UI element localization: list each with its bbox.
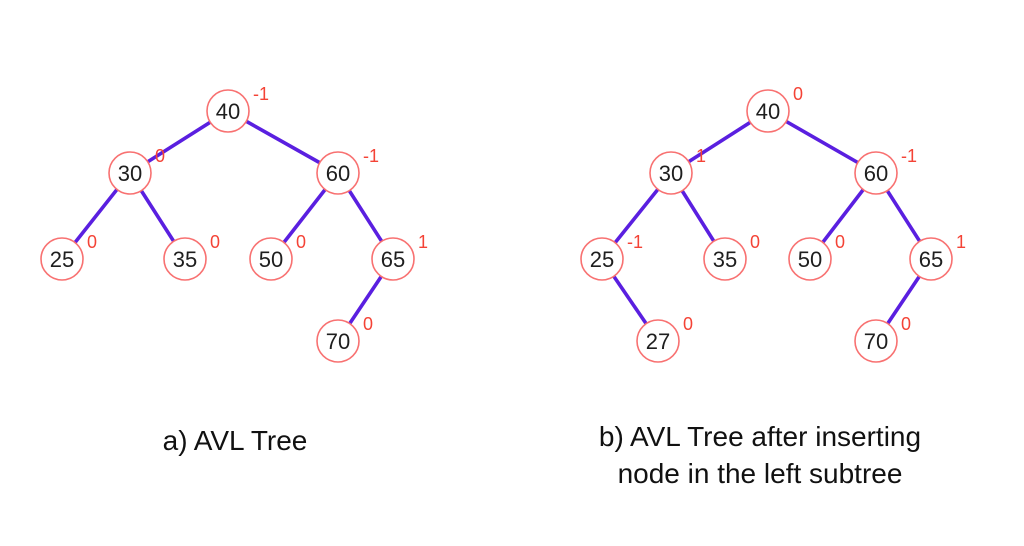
tree-b-node-40: 40 0 (746, 84, 803, 133)
node-circle (909, 237, 953, 281)
node-value: 70 (326, 329, 350, 354)
tree-b-node-25: 25 -1 (580, 232, 643, 281)
node-circle (371, 237, 415, 281)
caption-tree-b-line2: node in the left subtree (617, 458, 903, 489)
tree-a-node-35: 35 0 (163, 232, 220, 281)
node-circle (316, 319, 360, 363)
node-circle (746, 89, 790, 133)
node-circle (788, 237, 832, 281)
node-value: 65 (919, 247, 943, 272)
tree-b-node-60: 60 -1 (854, 146, 917, 195)
node-value: 70 (864, 329, 888, 354)
node-value: 50 (798, 247, 822, 272)
node-circle (163, 237, 207, 281)
node-balance-factor: 1 (418, 232, 428, 252)
node-circle (206, 89, 250, 133)
tree-b-node-70: 70 0 (854, 314, 911, 363)
caption-tree-b: b) AVL Tree after inserting node in the … (550, 418, 970, 492)
tree-a-node-60: 60 -1 (316, 146, 379, 195)
tree-b-node-35: 35 0 (703, 232, 760, 281)
node-balance-factor: 0 (901, 314, 911, 334)
node-value: 35 (173, 247, 197, 272)
node-value: 30 (118, 161, 142, 186)
node-balance-factor: 0 (155, 146, 165, 166)
tree-a-node-25: 25 0 (40, 232, 97, 281)
node-balance-factor: 0 (683, 314, 693, 334)
caption-tree-a-line1: a) AVL Tree (162, 425, 308, 456)
node-circle (636, 319, 680, 363)
node-circle (40, 237, 84, 281)
node-value: 27 (646, 329, 670, 354)
tree-b-node-27: 27 0 (636, 314, 693, 363)
node-circle (703, 237, 747, 281)
node-balance-factor: 0 (87, 232, 97, 252)
node-balance-factor: 0 (363, 314, 373, 334)
tree-a-node-40: 40 -1 (206, 84, 269, 133)
node-value: 50 (259, 247, 283, 272)
node-balance-factor: 1 (956, 232, 966, 252)
node-balance-factor: -1 (253, 84, 269, 104)
node-balance-factor: -1 (627, 232, 643, 252)
node-value: 30 (659, 161, 683, 186)
tree-b-node-65: 65 1 (909, 232, 966, 281)
node-balance-factor: 0 (793, 84, 803, 104)
node-circle (649, 151, 693, 195)
node-value: 40 (216, 99, 240, 124)
node-circle (108, 151, 152, 195)
node-circle (249, 237, 293, 281)
node-value: 40 (756, 99, 780, 124)
tree-a-node-50: 50 0 (249, 232, 306, 281)
node-value: 25 (590, 247, 614, 272)
node-circle (580, 237, 624, 281)
node-value: 65 (381, 247, 405, 272)
node-value: 35 (713, 247, 737, 272)
node-value: 60 (326, 161, 350, 186)
node-value: 25 (50, 247, 74, 272)
caption-tree-b-line1: b) AVL Tree after inserting (598, 421, 922, 452)
node-circle (854, 151, 898, 195)
node-circle (854, 319, 898, 363)
tree-a-node-30: 30 0 (108, 146, 165, 195)
node-balance-factor: -1 (363, 146, 379, 166)
node-balance-factor: -1 (901, 146, 917, 166)
node-balance-factor: 0 (296, 232, 306, 252)
node-balance-factor: 0 (750, 232, 760, 252)
caption-tree-a: a) AVL Tree (85, 422, 385, 459)
tree-b-node-50: 50 0 (788, 232, 845, 281)
tree-a-node-65: 65 1 (371, 232, 428, 281)
node-balance-factor: 1 (696, 146, 706, 166)
node-value: 60 (864, 161, 888, 186)
node-balance-factor: 0 (835, 232, 845, 252)
tree-b-node-30: 30 1 (649, 146, 706, 195)
tree-a-node-70: 70 0 (316, 314, 373, 363)
node-balance-factor: 0 (210, 232, 220, 252)
node-circle (316, 151, 360, 195)
